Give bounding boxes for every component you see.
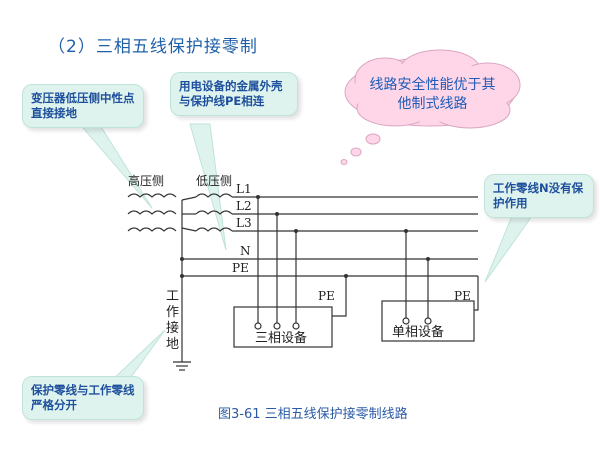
pe-label-three-phase: PE xyxy=(318,289,335,303)
callout-neutral-ground: 变压器低压侧中性点直接接地 xyxy=(22,84,144,128)
figure-caption: 图3-61 三相五线保护接零制线路 xyxy=(218,407,408,422)
callout-pointer xyxy=(189,123,227,251)
thought-cloud xyxy=(340,49,521,165)
three-phase-equipment xyxy=(233,306,333,348)
transformer xyxy=(127,193,233,232)
label-pe: PE xyxy=(232,261,249,275)
low-side-label: 低压侧 xyxy=(196,174,232,188)
high-side-label: 高压侧 xyxy=(128,173,164,188)
callout-pointer xyxy=(484,215,533,283)
label-n: N xyxy=(240,244,251,258)
three-phase-equipment-label: 三相设备 xyxy=(255,330,307,346)
cloud-note: 线路安全性能优于其他制式线路 xyxy=(369,77,496,112)
label-l3: L3 xyxy=(236,216,252,230)
callout-separate: 保护零线与工作零线严格分开 xyxy=(22,376,144,420)
label-l1: L1 xyxy=(236,182,252,196)
callout-no-protect: 工作零线N没有保护作用 xyxy=(484,174,594,218)
label-l2: L2 xyxy=(236,199,252,213)
callout-pointer xyxy=(76,121,153,209)
work-ground-label: 工作接地 xyxy=(166,289,179,352)
pe-label-single-phase: PE xyxy=(454,289,471,303)
single-phase-equipment-label: 单相设备 xyxy=(392,324,444,340)
callout-shell-pe: 用电设备的金属外壳与保护线PE相连 xyxy=(170,72,298,116)
page-title: （2）三相五线保护接零制 xyxy=(48,37,258,57)
